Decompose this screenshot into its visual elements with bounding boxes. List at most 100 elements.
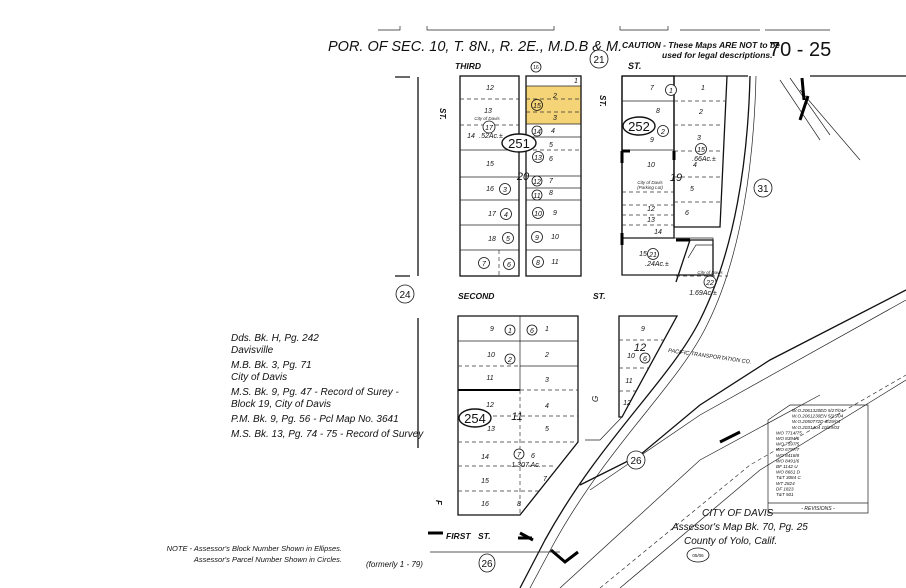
parcel-number: 11: [551, 259, 558, 266]
circle-24: [395, 284, 415, 304]
parcel-circle: 1: [508, 328, 512, 335]
acreage-label: 1.69Ac.±: [689, 290, 717, 297]
parcel-number: 7: [650, 85, 655, 92]
parcel-number: 5: [549, 142, 553, 149]
parcel-number: 15: [486, 161, 494, 168]
revision-entry: W.O.2061320ED 5/27/04: [792, 408, 844, 413]
parcel-circle: 6: [643, 356, 647, 363]
revision-entry: BF 1142 U: [776, 464, 798, 469]
block-251-east-parcels: 1 2 3 4 5 6 7 8 9 10 11: [549, 78, 578, 266]
parcel-number: 15: [481, 478, 489, 485]
block-254: 9 1 6 1 10 2 2 11 3 12 4 254 11 13 5 14 …: [457, 315, 579, 516]
revision-entry: WO 8394/6: [776, 436, 800, 441]
parcel-number: 3: [553, 115, 557, 122]
parcel-circle: 6: [530, 328, 534, 335]
parcel-number: 6: [685, 210, 689, 217]
date-stamp-ellipse: [686, 547, 710, 563]
parcel-number: 3: [545, 377, 549, 384]
parcel-number: 12: [486, 402, 494, 409]
block-251-west-parcels: 12 13 14 15 16 17 18 City of Davis .52Ac…: [467, 85, 503, 243]
block-252: 7 1 1 8 2 252 2 9 3 15 .66Ac.± 4 10 City…: [620, 75, 748, 297]
revisions-label: - REVISIONS -: [801, 506, 835, 512]
owner-note: (Parking Lot): [637, 185, 663, 190]
circle-26-bottom: [478, 553, 496, 573]
parcel-number: 1: [701, 85, 705, 92]
parcel-number: 14: [467, 133, 475, 140]
circle-31-label: 31: [757, 184, 769, 195]
reference-line: P.M. Bk. 9, Pg. 56 - Pcl Map No. 3641: [231, 414, 399, 425]
map-page-number: 70 - 25: [769, 39, 831, 61]
revision-entry: WO 6797/7: [776, 447, 800, 452]
railroad-label: PACIFIC TRANSPORTATION CO.: [668, 348, 752, 366]
parcel-number: 16: [486, 186, 494, 193]
parcel-number: 12: [647, 206, 655, 213]
parcel-circle: 6: [507, 262, 511, 269]
block-251-east-circles: 15 14 13 12 11 10 9 8: [531, 99, 544, 268]
top-border-ticks: [378, 26, 830, 31]
parcel-number: 9: [650, 137, 654, 144]
parcel-number: 10: [627, 353, 635, 360]
city-block-20: 20: [516, 171, 530, 183]
street-label-second: SECOND: [458, 291, 494, 301]
circle-26-bottom-label: 26: [481, 559, 493, 570]
block-12: 9 12 10 6 11 12: [585, 315, 679, 441]
revision-entry: WO 8418/8: [776, 453, 800, 458]
parcel-number: 9: [553, 210, 557, 217]
owner-label: City of Davis: [637, 180, 663, 185]
parcel-number: 13: [647, 217, 655, 224]
street-label-f: F: [434, 500, 443, 506]
circle-16: [530, 61, 542, 73]
circle-24-label: 24: [399, 290, 411, 301]
parcel-circle: 5: [506, 236, 510, 243]
parcel-number: 7: [543, 476, 548, 483]
owner-label: City of Davis: [697, 270, 723, 275]
highlighted-parcel[interactable]: [526, 86, 581, 124]
street-label-mid-st: ST.: [598, 95, 607, 107]
parcel-number: 5: [545, 426, 549, 433]
parcel-circle: 8: [536, 260, 540, 267]
block-number-251: 251: [508, 136, 530, 151]
revision-entry: WO 8661 D: [776, 470, 801, 475]
revision-entry: WO 8491/6: [776, 458, 800, 463]
street-label-third-st: ST.: [628, 61, 641, 71]
parcel-circle: 1: [669, 88, 673, 95]
reference-list: Dds. Bk. H, Pg. 242 Davisville M.B. Bk. …: [231, 333, 424, 440]
circle-21-label: 21: [593, 55, 605, 66]
parcel-circle: 4: [504, 212, 508, 219]
street-label-third: THIRD: [455, 61, 481, 71]
parcel-circle: 21: [648, 252, 657, 259]
parcel-number: 1: [574, 78, 578, 85]
parcel-number: 2: [544, 352, 549, 359]
parcel-number: 8: [656, 108, 660, 115]
reference-line: Dds. Bk. H, Pg. 242: [231, 333, 319, 344]
parcel-number: 9: [641, 326, 645, 333]
city-block-11: 11: [511, 411, 522, 423]
block-ellipse-254: [458, 408, 492, 428]
parcel-number: 3: [697, 135, 701, 142]
street-label-g: G: [591, 396, 600, 402]
parcel-circle: 3: [503, 187, 507, 194]
reference-line: City of Davis: [231, 372, 287, 383]
parcel-number: 14: [654, 229, 662, 236]
note-line-2: Assessor's Parcel Number Shown in Circle…: [193, 555, 342, 564]
reference-line: Block 19, City of Davis: [231, 399, 331, 410]
block-ellipse-251: [501, 133, 537, 153]
block-ellipse-252: [622, 116, 656, 136]
parcel-number: 10: [551, 234, 559, 241]
revision-entry: T&T 3084 C: [776, 475, 801, 480]
parcel-circle: 2: [660, 129, 665, 136]
parcel-number: 9: [490, 326, 494, 333]
date-stamp: 05/06: [692, 553, 704, 558]
acreage-label: 1.307 Ac.: [511, 462, 540, 469]
parcel-number: 14: [481, 454, 489, 461]
assessor-map-reference: Assessor's Map Bk. 70, Pg. 25: [671, 522, 808, 533]
parcel-number: 5: [690, 186, 694, 193]
map-title: POR. OF SEC. 10, T. 8N., R. 2E., M.D.B &…: [328, 39, 622, 55]
circle-26-label: 26: [630, 456, 642, 467]
parcel-circle: 14: [533, 129, 541, 136]
parcel-number: 4: [551, 128, 555, 135]
circle-21: [589, 49, 609, 69]
parcel-number: 6: [549, 156, 553, 163]
reference-line: M.S. Bk. 13, Pg. 74 - 75 - Record of Sur…: [231, 429, 424, 440]
